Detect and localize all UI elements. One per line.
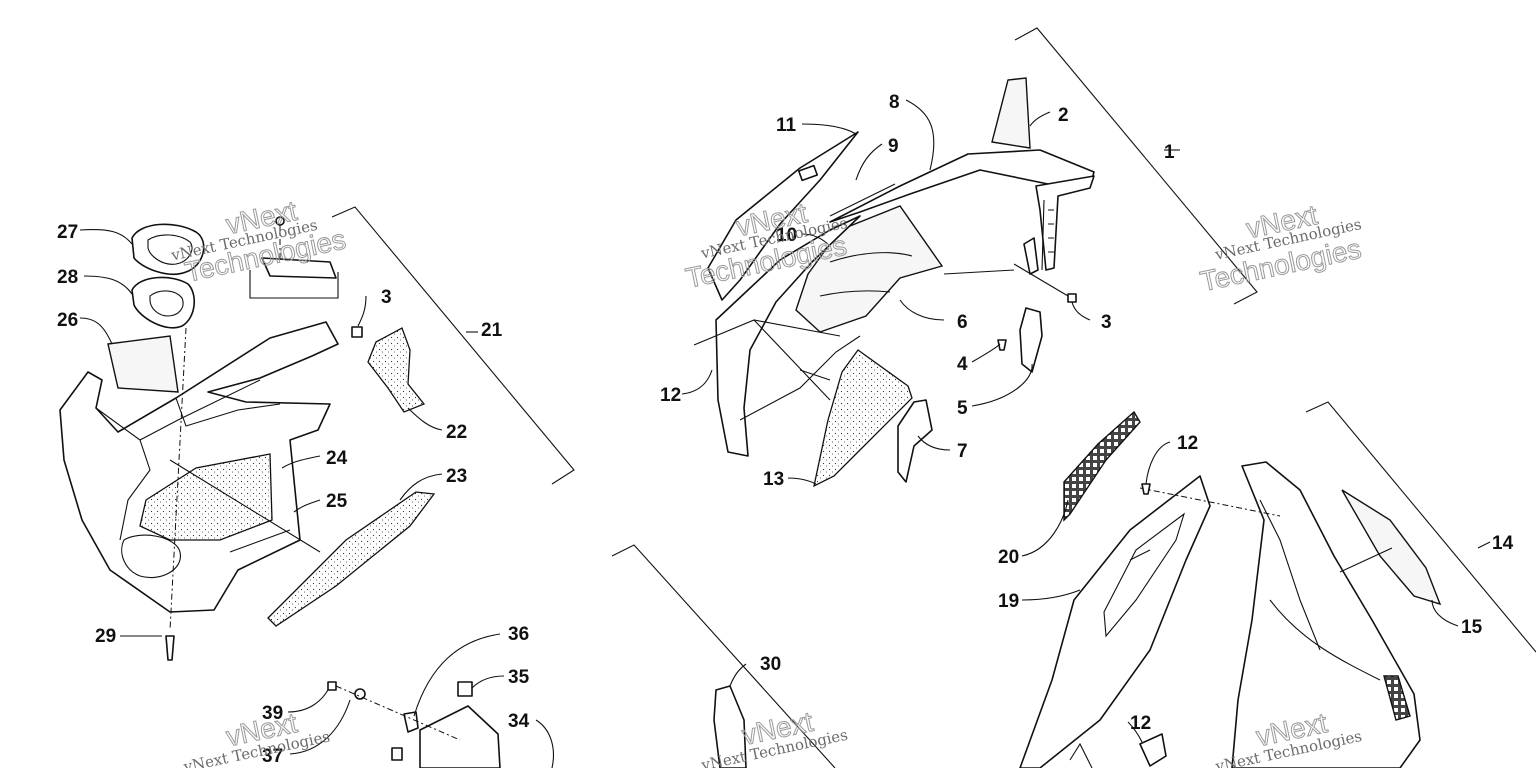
part-2-trim xyxy=(991,77,1031,149)
label-39: 39 xyxy=(262,703,283,724)
part-6-windscreen xyxy=(795,205,944,333)
label-13: 13 xyxy=(763,469,784,490)
label-5: 5 xyxy=(957,398,968,419)
label-27: 27 xyxy=(57,222,78,243)
label-12-center: 12 xyxy=(660,385,681,406)
part-labels: 1 2 3 3 4 5 6 7 8 9 10 11 12 12 12 13 14… xyxy=(57,92,1514,767)
label-8: 8 xyxy=(889,92,900,113)
part-5-panel xyxy=(1019,307,1043,373)
label-22: 22 xyxy=(446,422,467,443)
label-10: 10 xyxy=(776,225,797,246)
label-29: 29 xyxy=(95,626,116,647)
label-15: 15 xyxy=(1461,617,1483,638)
part-11-side-panel xyxy=(707,131,859,301)
label-25: 25 xyxy=(326,491,348,512)
part-group-30 xyxy=(327,681,1167,768)
label-12-right-bottom: 12 xyxy=(1130,713,1151,734)
label-12-right-top: 12 xyxy=(1177,433,1198,454)
label-37: 37 xyxy=(262,746,283,767)
part-29-fastener xyxy=(165,635,175,661)
part-group-21 xyxy=(59,216,436,661)
label-4: 4 xyxy=(957,354,968,375)
label-36: 36 xyxy=(508,624,529,645)
part-group-14 xyxy=(1019,410,1442,768)
label-28: 28 xyxy=(57,267,78,288)
label-19: 19 xyxy=(998,591,1019,612)
part-3-clip-left xyxy=(351,326,363,338)
part-23-foam-strip xyxy=(267,491,436,627)
part-19-side-panel xyxy=(1019,475,1211,768)
label-7: 7 xyxy=(957,441,968,462)
group-brackets xyxy=(331,27,1536,768)
label-30: 30 xyxy=(760,654,781,675)
label-20: 20 xyxy=(998,547,1019,568)
part-26-lens xyxy=(107,335,179,393)
part-4-screw xyxy=(997,339,1007,351)
label-26: 26 xyxy=(57,310,78,331)
label-14: 14 xyxy=(1492,533,1514,554)
part-27-ring xyxy=(131,223,205,275)
part-3-clip-center xyxy=(1067,293,1077,303)
label-9: 9 xyxy=(888,136,899,157)
label-23: 23 xyxy=(446,466,467,487)
part-group-1 xyxy=(693,77,1095,488)
label-11: 11 xyxy=(776,115,797,136)
label-21: 21 xyxy=(481,320,503,341)
label-24: 24 xyxy=(326,448,348,469)
part-15-windshield xyxy=(1341,489,1442,606)
part-22-foam xyxy=(367,327,426,413)
part-13-foam xyxy=(813,349,913,488)
label-3-left: 3 xyxy=(381,287,392,308)
label-2: 2 xyxy=(1058,105,1069,126)
label-35: 35 xyxy=(508,667,530,688)
label-3-center: 3 xyxy=(1101,312,1112,333)
label-34: 34 xyxy=(508,711,530,732)
part-24-insulation xyxy=(139,453,273,541)
leader-lines xyxy=(79,99,1491,768)
label-1: 1 xyxy=(1164,142,1175,163)
part-20-grill xyxy=(1063,410,1141,522)
part-28-gasket xyxy=(131,276,195,329)
part-7-bracket xyxy=(897,399,933,483)
part-12-frame xyxy=(715,215,861,457)
label-6: 6 xyxy=(957,312,968,333)
